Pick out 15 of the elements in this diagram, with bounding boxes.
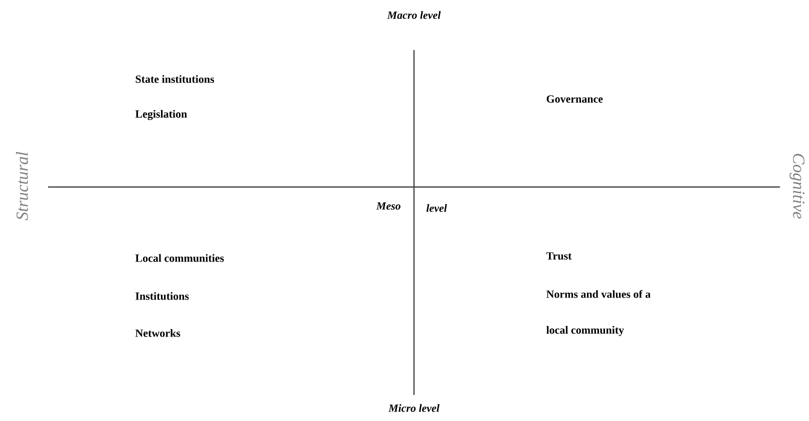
dimension-label: Structural <box>16 152 28 220</box>
quadrant-item: local community <box>546 326 624 336</box>
quadrant-item: Norms and values of a <box>546 290 651 298</box>
quadrant-item: Institutions <box>136 292 189 300</box>
level-label: Macro level <box>387 11 441 19</box>
level-label: level <box>426 204 447 212</box>
quadrant-item: Local communities <box>135 254 224 262</box>
level-label: Meso <box>376 202 400 210</box>
quadrant-item: Governance <box>546 95 603 103</box>
quadrant-item: Trust <box>546 252 572 260</box>
level-label: Micro level <box>388 404 440 412</box>
quadrant-item: State institutions <box>136 75 214 83</box>
dimension-label: Cognitive <box>790 154 804 219</box>
quadrant-item: Networks <box>135 329 180 337</box>
quadrant-item: Legislation <box>135 110 187 120</box>
